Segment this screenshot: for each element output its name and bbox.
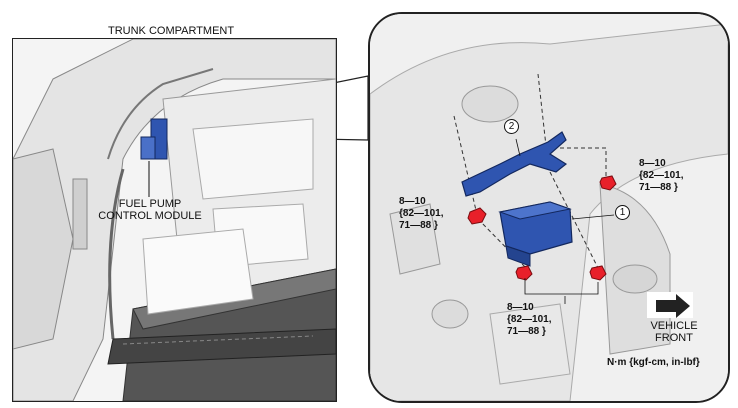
module-label-line2: CONTROL MODULE	[98, 210, 202, 222]
module-mount-illustration	[370, 14, 728, 401]
torque-right-line1: 8—10	[639, 158, 666, 169]
trunk-overview-panel	[12, 38, 337, 402]
torque-bottom-line1: 8—10	[507, 302, 534, 313]
trunk-illustration	[13, 39, 336, 401]
bracket	[461, 131, 568, 197]
torque-right-line3: 71—88 }	[639, 182, 678, 193]
bolt-guide-lines	[453, 73, 607, 273]
vehicle-front-label: VEHICLE FRONT	[645, 320, 703, 344]
torque-left-line2: {82—101,	[399, 208, 444, 219]
module-label: FUEL PUMP CONTROL MODULE	[95, 198, 205, 222]
zoom-detail-panel	[368, 12, 730, 403]
torque-units-label: N·m {kgf-cm, in-lbf}	[607, 357, 700, 368]
torque-bottom-line2: {82—101,	[507, 314, 552, 325]
torque-left-line3: 71—88 }	[399, 220, 438, 231]
callout-1: 1	[615, 205, 630, 220]
torque-bottom-line3: 71—88 }	[507, 326, 546, 337]
torque-right-line2: {82—101,	[639, 170, 684, 181]
vehicle-front-line1: VEHICLE	[650, 320, 698, 332]
callout-2: 2	[504, 119, 519, 134]
torque-label-right: 8—10 {82—101, 71—88 }	[639, 158, 683, 194]
vehicle-front-arrow-icon	[647, 292, 693, 318]
diagram-title: TRUNK COMPARTMENT	[108, 25, 235, 37]
torque-label-left: 8—10 {82—101, 71—88 }	[399, 196, 443, 232]
vehicle-front-line2: FRONT	[655, 332, 693, 344]
torque-left-line1: 8—10	[399, 196, 426, 207]
module-label-line1: FUEL PUMP	[118, 198, 182, 210]
torque-label-bottom: 8—10 {82—101, 71—88 }	[507, 302, 551, 338]
bolts	[467, 175, 617, 281]
